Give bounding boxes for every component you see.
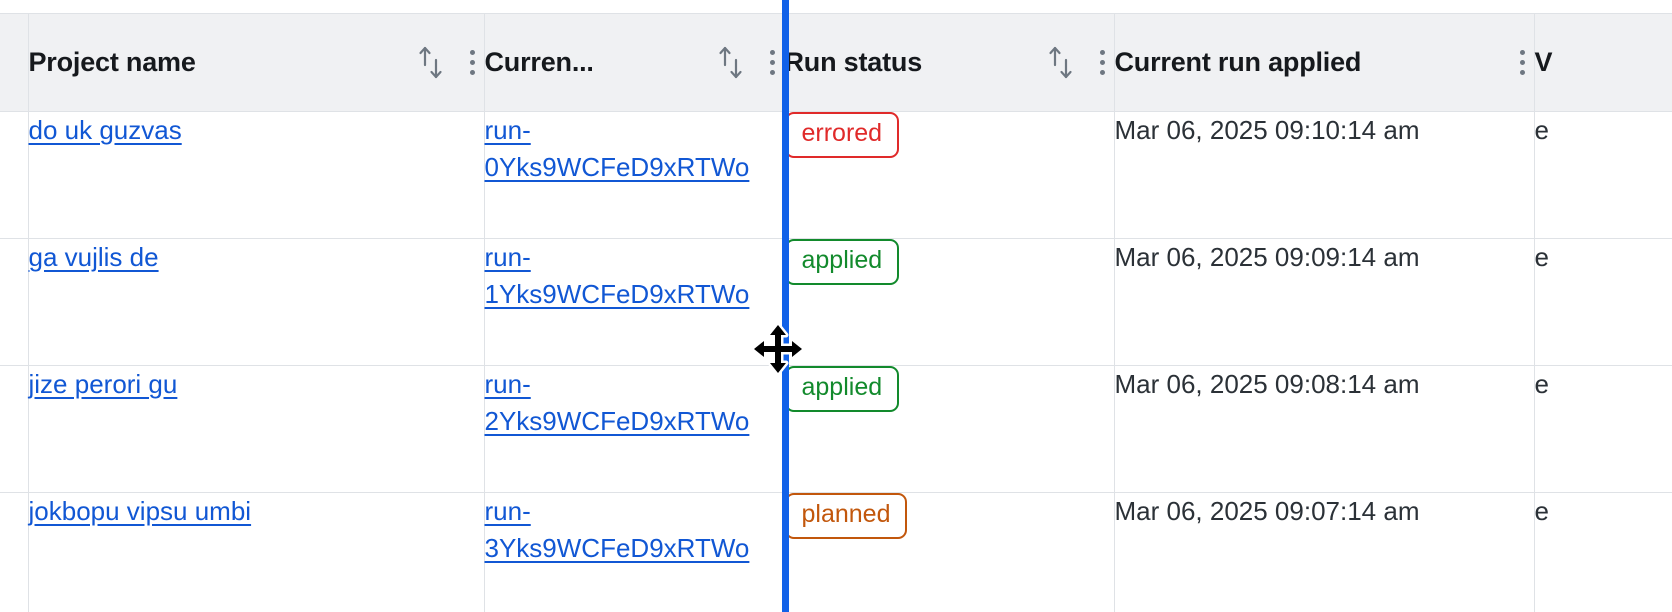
column-header-run-status[interactable]: Run status <box>784 13 1115 112</box>
cell-current-run-applied: Mar 06, 2025 09:08:14 am <box>1114 365 1535 493</box>
column-header-label: V <box>1534 47 1553 77</box>
sort-icon[interactable] <box>716 45 746 81</box>
current-run-link[interactable]: run-1Yks9WCFeD9xRTWo <box>484 242 750 309</box>
cell-project-name: jize perori gu <box>28 365 485 493</box>
cell-version: e <box>1534 492 1672 612</box>
status-badge: applied <box>784 366 900 412</box>
column-header-current-run-applied[interactable]: Current run applied <box>1114 13 1535 112</box>
row-select-gutter-header <box>0 13 29 112</box>
column-header-current-run[interactable]: Curren... <box>484 13 785 112</box>
column-header-label: Project name <box>28 47 196 77</box>
project-name-link[interactable]: jokbopu vipsu umbi <box>28 496 252 526</box>
kebab-dot <box>1100 70 1105 75</box>
version-value: e <box>1534 369 1549 399</box>
current-run-applied-value: Mar 06, 2025 09:07:14 am <box>1114 496 1420 526</box>
current-run-link[interactable]: run-3Yks9WCFeD9xRTWo <box>484 496 750 563</box>
kebab-dot <box>1100 60 1105 65</box>
column-header-project-name[interactable]: Project name <box>28 13 485 112</box>
cell-current-run: run-0Yks9WCFeD9xRTWo <box>484 111 785 239</box>
cell-current-run-applied: Mar 06, 2025 09:10:14 am <box>1114 111 1535 239</box>
current-run-applied-value: Mar 06, 2025 09:09:14 am <box>1114 242 1420 272</box>
cell-version: e <box>1534 238 1672 366</box>
sort-icon[interactable] <box>1046 45 1076 81</box>
cell-current-run-applied: Mar 06, 2025 09:07:14 am <box>1114 492 1535 612</box>
cell-run-status: errored <box>784 111 1115 239</box>
cell-project-name: ga vujlis de <box>28 238 485 366</box>
cell-project-name: do uk guzvas <box>28 111 485 239</box>
column-menu-icon[interactable] <box>462 46 484 80</box>
row-select-gutter[interactable] <box>0 238 29 366</box>
kebab-dot <box>1520 50 1525 55</box>
status-badge: planned <box>784 493 908 539</box>
cell-project-name: jokbopu vipsu umbi <box>28 492 485 612</box>
cell-current-run: run-3Yks9WCFeD9xRTWo <box>484 492 785 612</box>
row-select-gutter[interactable] <box>0 492 29 612</box>
table-row[interactable]: do uk guzvas run-0Yks9WCFeD9xRTWo errored M… <box>0 111 1672 239</box>
cell-run-status: planned <box>784 492 1115 612</box>
project-name-link[interactable]: ga vujlis de <box>28 242 159 272</box>
project-name-link[interactable]: jize perori gu <box>28 369 178 399</box>
version-value: e <box>1534 496 1549 526</box>
kebab-dot <box>1100 50 1105 55</box>
current-run-applied-value: Mar 06, 2025 09:08:14 am <box>1114 369 1420 399</box>
table-header-row: Project name Curren... Run status Current r… <box>0 13 1672 112</box>
cell-run-status: applied <box>784 238 1115 366</box>
column-header-label: Curren... <box>484 47 594 77</box>
kebab-dot <box>1520 70 1525 75</box>
current-run-link[interactable]: run-2Yks9WCFeD9xRTWo <box>484 369 750 436</box>
kebab-dot <box>470 50 475 55</box>
row-select-gutter[interactable] <box>0 365 29 493</box>
projects-table: Project name Curren... Run status Current r… <box>0 13 1672 612</box>
table-row[interactable]: ga vujlis de run-1Yks9WCFeD9xRTWo applied M… <box>0 238 1672 366</box>
kebab-dot <box>770 70 775 75</box>
status-badge: applied <box>784 239 900 285</box>
status-badge: errored <box>784 112 900 158</box>
column-menu-icon[interactable] <box>1092 46 1114 80</box>
column-menu-icon[interactable] <box>1512 46 1534 80</box>
cell-run-status: applied <box>784 365 1115 493</box>
cell-version: e <box>1534 111 1672 239</box>
kebab-dot <box>1520 60 1525 65</box>
column-menu-icon[interactable] <box>762 46 784 80</box>
kebab-dot <box>770 60 775 65</box>
version-value: e <box>1534 242 1549 272</box>
cell-current-run: run-2Yks9WCFeD9xRTWo <box>484 365 785 493</box>
version-value: e <box>1534 115 1549 145</box>
project-name-link[interactable]: do uk guzvas <box>28 115 182 145</box>
table-row[interactable]: jize perori gu run-2Yks9WCFeD9xRTWo applie… <box>0 365 1672 493</box>
cell-current-run: run-1Yks9WCFeD9xRTWo <box>484 238 785 366</box>
table-row[interactable]: jokbopu vipsu umbi run-3Yks9WCFeD9xRTWo pl… <box>0 492 1672 612</box>
row-select-gutter[interactable] <box>0 111 29 239</box>
cell-version: e <box>1534 365 1672 493</box>
table-header: Project name Curren... Run status Current r… <box>0 13 1672 112</box>
current-run-link[interactable]: run-0Yks9WCFeD9xRTWo <box>484 115 750 182</box>
kebab-dot <box>470 70 475 75</box>
column-header-label: Run status <box>784 47 923 77</box>
kebab-dot <box>470 60 475 65</box>
sort-icon[interactable] <box>416 45 446 81</box>
kebab-dot <box>770 50 775 55</box>
cell-current-run-applied: Mar 06, 2025 09:09:14 am <box>1114 238 1535 366</box>
column-header-label: Current run applied <box>1114 47 1362 77</box>
column-header-version[interactable]: V <box>1534 13 1672 112</box>
current-run-applied-value: Mar 06, 2025 09:10:14 am <box>1114 115 1420 145</box>
